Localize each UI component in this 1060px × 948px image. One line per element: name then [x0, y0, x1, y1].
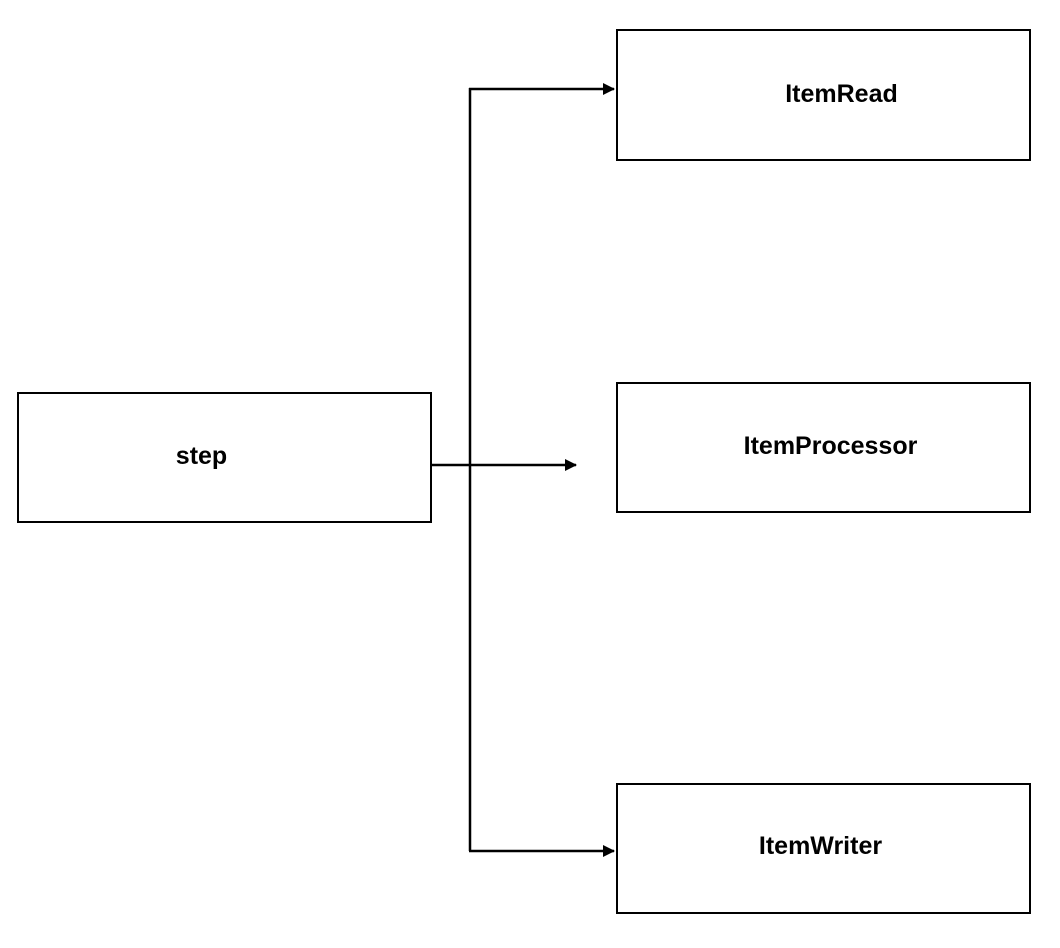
- node-step: step: [17, 392, 432, 523]
- node-item-processor-label: ItemProcessor: [743, 432, 918, 460]
- node-item-read: ItemRead: [616, 29, 1031, 161]
- node-item-writer-label: ItemWriter: [758, 832, 883, 860]
- node-item-read-label: ItemRead: [785, 79, 898, 108]
- node-step-label: step: [175, 442, 228, 470]
- node-item-processor: ItemProcessor: [616, 382, 1031, 513]
- node-item-writer: ItemWriter: [616, 783, 1031, 914]
